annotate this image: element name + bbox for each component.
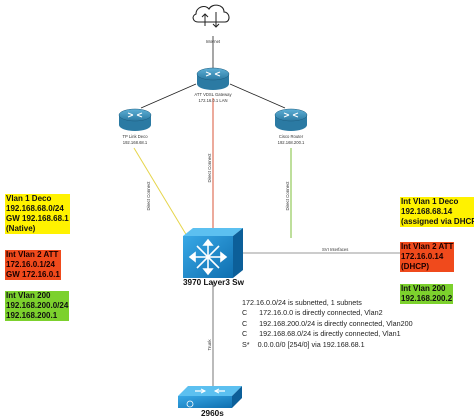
left-vlan200-box: Int Vlan 200 192.168.200.0/24 192.168.20… [5, 291, 70, 321]
routing-table-entry: C 192.168.200.0/24 is directly connected… [242, 318, 413, 328]
routing-table-entry: 172.16.0.0/24 is subnetted, 1 subnets [242, 298, 362, 307]
router-icon [196, 67, 230, 90]
right-vlan2-line: (DHCP) [400, 262, 455, 272]
routing-table-entry: C 172.16.0.0 is directly connected, Vlan… [242, 308, 383, 318]
link-label-direct-left: Direct Connect [146, 181, 151, 211]
left-vlan2-line: 172.16.0.1/24 [5, 260, 61, 270]
left-vlan200-line: 192.168.200.1 [5, 311, 70, 321]
gateway-label-line2: 172.16.0.1 LAN [198, 98, 227, 103]
tplink-label-line2: 192.168.68.1 [123, 140, 148, 145]
right-vlan2-box: Int Vlan 2 ATT 172.16.0.14 (DHCP) [400, 242, 455, 272]
access-switch-label: 2960s [201, 409, 224, 418]
right-vlan1-line: Int Vlan 1 Deco [400, 197, 474, 207]
left-vlan1-line: 192.168.68.0/24 [5, 204, 70, 214]
layer3-switch-label: 3970 Layer3 Sw [183, 278, 244, 287]
right-vlan2-line: 172.16.0.14 [400, 252, 455, 262]
layer3-switch-icon [183, 228, 243, 278]
link-label-direct-center: Direct Connect [207, 153, 212, 183]
left-vlan1-box: Vlan 1 Deco 192.168.68.0/24 GW 192.168.6… [5, 194, 70, 234]
routing-table: 172.16.0.0/24 is subnetted, 1 subnets C … [242, 298, 413, 350]
left-vlan1-line: (Native) [5, 224, 70, 234]
routing-table-entry: C 192.168.68.0/24 is directly connected,… [242, 329, 401, 339]
tplink-label-line1: TP Link Deco [122, 134, 148, 139]
right-vlan1-line: 192.168.68.14 [400, 207, 474, 217]
link-cisco-gateway [229, 83, 286, 109]
right-vlan200-line: Int Vlan 200 [400, 284, 454, 294]
link-tplink-gateway [140, 83, 197, 109]
cloud-icon [192, 4, 230, 28]
left-vlan200-line: Int Vlan 200 [5, 291, 70, 301]
right-vlan1-line: (assigned via DHCP) [400, 217, 474, 227]
right-vlan1-box: Int Vlan 1 Deco 192.168.68.14 (assigned … [400, 197, 474, 227]
cisco-router-label-line2: 192.168.200.1 [278, 140, 305, 145]
cisco-router-label-line1: Cisco Router [279, 134, 304, 139]
link-label-svi: SVI Interfaces [322, 247, 348, 252]
gateway-label-line1: ATT VDSL Gateway [194, 92, 232, 97]
router-icon [118, 108, 152, 131]
left-vlan200-line: 192.168.200.0/24 [5, 301, 70, 311]
left-vlan2-line: Int Vlan 2 ATT [5, 250, 61, 260]
router-icon [274, 108, 308, 131]
access-switch-icon [178, 386, 242, 408]
link-label-direct-right: Direct Connect [285, 181, 290, 211]
internet-label: Internet [206, 39, 221, 44]
right-vlan200-line: 192.168.200.2 [400, 294, 454, 304]
routing-table-entry: S* 0.0.0.0/0 [254/0] via 192.168.68.1 [242, 339, 365, 349]
link-tplink-switch [133, 147, 188, 237]
right-vlan200-box: Int Vlan 200 192.168.200.2 [400, 284, 454, 304]
link-label-trunk: Trunk [207, 339, 212, 351]
left-vlan1-line: GW 192.168.68.1 [5, 214, 70, 224]
left-vlan1-line: Vlan 1 Deco [5, 194, 70, 204]
left-vlan2-box: Int Vlan 2 ATT 172.16.0.1/24 GW 172.16.0… [5, 250, 61, 280]
left-vlan2-line: GW 172.16.0.1 [5, 270, 61, 280]
right-vlan2-line: Int Vlan 2 ATT [400, 242, 455, 252]
